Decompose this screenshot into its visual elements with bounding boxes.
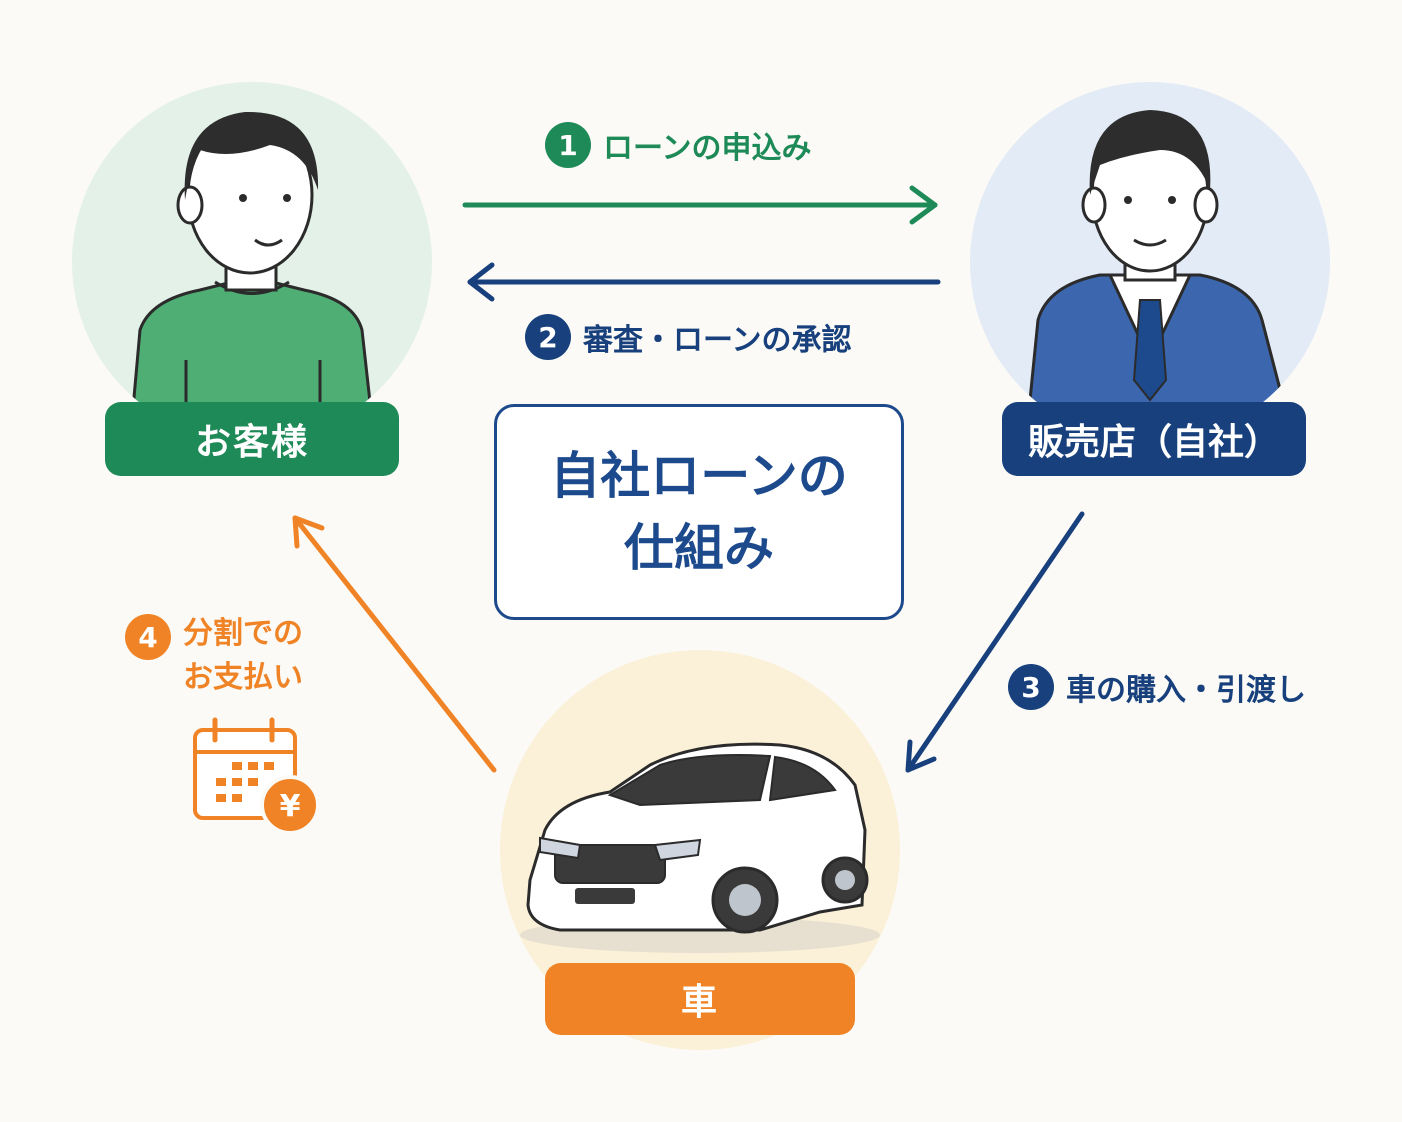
step-4-number: 4: [125, 614, 171, 660]
step-4: 4 分割での お支払い: [125, 612, 303, 700]
customer-label: お客様: [105, 402, 399, 476]
step-3-label: 車の購入・引渡し: [1066, 673, 1306, 708]
step-3: 3 車の購入・引渡し: [1008, 664, 1306, 710]
step-1-number: 1: [545, 122, 591, 168]
step-4-label-line-1: 分割での: [183, 616, 303, 651]
dealer-label: 販売店（自社）: [1002, 402, 1306, 476]
step-1: 1 ローンの申込み: [545, 122, 812, 168]
car-icon: [520, 742, 880, 953]
arrow-payment: [292, 515, 497, 773]
step-2: 2 審査・ローンの承認: [525, 314, 852, 360]
step-4-label-line-2: お支払い: [183, 660, 303, 695]
diagram-title: 自社ローンの 仕組み: [494, 404, 904, 620]
title-line-1: 自社ローンの: [550, 447, 848, 505]
step-2-number: 2: [525, 314, 571, 360]
businessman-icon: [1026, 110, 1290, 422]
calendar-yen-icon: ¥: [193, 717, 320, 835]
arrow-approve: [467, 262, 941, 302]
arrow-deliver: [905, 511, 1085, 773]
step-2-label: 審査・ローンの承認: [583, 323, 852, 358]
title-line-2: 仕組み: [624, 519, 774, 577]
person-casual-icon: [130, 111, 374, 422]
svg-text:¥: ¥: [280, 789, 301, 824]
step-3-number: 3: [1008, 664, 1054, 710]
car-label: 車: [545, 963, 855, 1035]
step-1-label: ローンの申込み: [603, 131, 812, 166]
arrow-apply: [462, 185, 938, 225]
